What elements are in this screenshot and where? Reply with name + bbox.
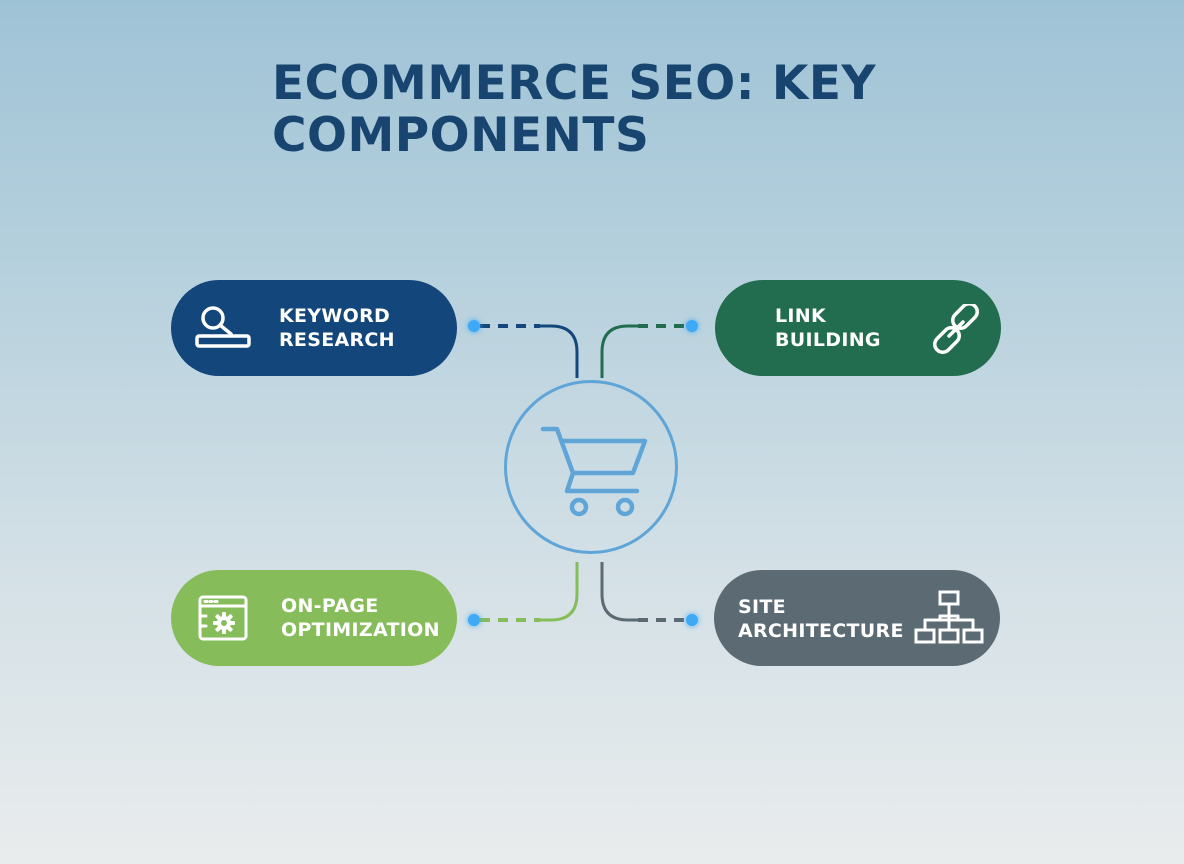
link-building-node: LINK BUILDING xyxy=(715,280,1001,376)
chain-link-icon xyxy=(933,304,979,354)
connector-link-building xyxy=(600,320,698,378)
site-architecture-line-2: ARCHITECTURE xyxy=(738,620,904,642)
connector-on-page-optimization xyxy=(468,562,579,626)
link-building-label: LINK BUILDING xyxy=(775,304,881,352)
site-architecture-line-1: SITE xyxy=(738,596,786,618)
page-title: ECOMMERCE SEO: KEY COMPONENTS xyxy=(272,58,972,162)
center-cart-circle xyxy=(504,380,678,554)
on-page-line-2: OPTIMIZATION xyxy=(281,619,440,641)
keyword-research-node: KEYWORD RESEARCH xyxy=(171,280,457,376)
connector-node xyxy=(468,614,480,626)
site-architecture-label: SITE ARCHITECTURE xyxy=(738,595,904,643)
connector-node xyxy=(686,614,698,626)
link-building-line-2: BUILDING xyxy=(775,329,881,351)
connector-node xyxy=(686,320,698,332)
on-page-line-1: ON-PAGE xyxy=(281,595,379,617)
search-keyboard-icon xyxy=(195,306,251,348)
title-line-2: COMPONENTS xyxy=(272,108,650,163)
link-building-line-1: LINK xyxy=(775,305,827,327)
connector-keyword-research xyxy=(468,320,579,378)
browser-gear-icon xyxy=(198,595,248,641)
keyword-research-label: KEYWORD RESEARCH xyxy=(279,304,395,352)
shopping-cart-icon xyxy=(540,426,648,517)
connector-node xyxy=(468,320,480,332)
site-architecture-node: SITE ARCHITECTURE xyxy=(714,570,1000,666)
connector-site-architecture xyxy=(600,562,698,626)
sitemap-icon xyxy=(914,590,984,644)
title-line-1: ECOMMERCE SEO: KEY xyxy=(272,56,876,111)
on-page-optimization-node: ON-PAGE OPTIMIZATION xyxy=(171,570,457,666)
keyword-research-line-2: RESEARCH xyxy=(279,329,395,351)
on-page-optimization-label: ON-PAGE OPTIMIZATION xyxy=(281,594,440,642)
keyword-research-line-1: KEYWORD xyxy=(279,305,391,327)
